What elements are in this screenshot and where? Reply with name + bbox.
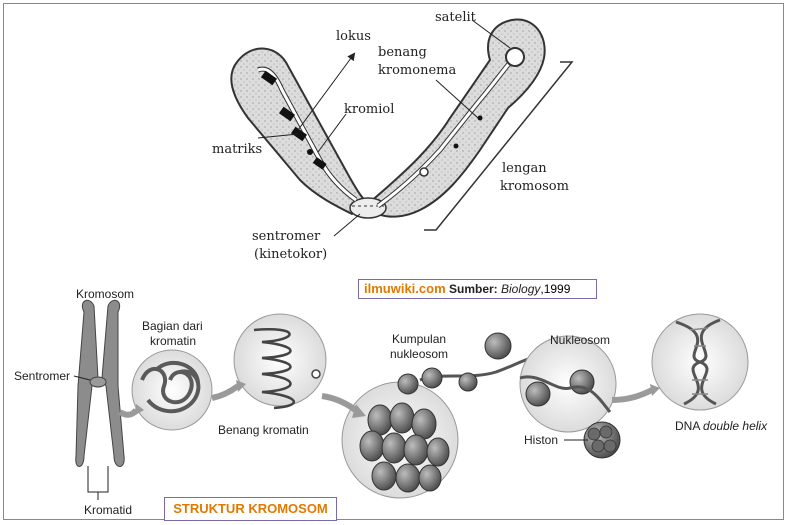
chromatin-tangle [140,360,201,414]
label-benang-line1: benang [378,45,427,60]
dna-helix [675,318,721,406]
label-benang-line2: kromonema [378,63,456,78]
label-lengan-line1: lengan [502,161,547,176]
source-site: ilmuwiki.com [364,281,446,296]
label-satelit: satelit [435,10,477,25]
label-kromosom: Kromosom [76,287,134,301]
chromatin-marker [311,369,321,379]
label-nukleosom: Nukleosom [550,333,610,347]
x-chromosome-pointers [73,375,109,500]
label-histon: Histon [524,433,558,447]
label-sentromer-line2: (kinetokor) [254,247,327,262]
nucleosome-circle [519,335,617,433]
source-credit: ilmuwiki.com Sumber: Biology,1999 [358,279,597,299]
arm-bracket [424,61,574,231]
label-kumpulan-line2: nukleosom [390,347,448,361]
label-double-helix: double helix [703,419,768,433]
string-nucleosomes [397,332,512,395]
histone-octamer [587,425,617,453]
label-matriks: matriks [212,142,262,157]
label-sentromer: Sentromer [14,369,70,383]
source-book: Biology [501,282,541,296]
source-label: Sumber: [448,282,498,296]
label-lengan-line2: kromosom [500,179,569,194]
top-pointer-lines [257,19,511,237]
chromosome-v-shape [230,18,546,219]
label-kromiol: kromiol [344,102,394,117]
label-dna-double-helix: DNA double helix [675,419,768,433]
label-bagian-line1: Bagian dari [142,319,203,333]
flow-arrowheads [134,380,660,418]
nucleosome-linker [519,375,612,413]
figure-frame [3,3,784,520]
source-year: ,1999 [540,282,571,296]
label-kromatid: Kromatid [84,503,132,517]
label-lokus: lokus [336,29,371,44]
label-bagian-line2: kromatin [150,334,196,348]
nucleosome-cluster [359,402,450,493]
dna-base-pairs [689,327,709,395]
label-benang-kromatin: Benang kromatin [218,423,309,437]
label-sentromer-line1: sentromer [252,229,321,244]
figure-title: STRUKTUR KROMOSOM [164,497,337,521]
label-kumpulan-line1: Kumpulan [392,332,446,346]
label-dna: DNA [675,419,700,433]
x-chromosome [75,299,125,467]
chromatin-coil [253,328,296,410]
